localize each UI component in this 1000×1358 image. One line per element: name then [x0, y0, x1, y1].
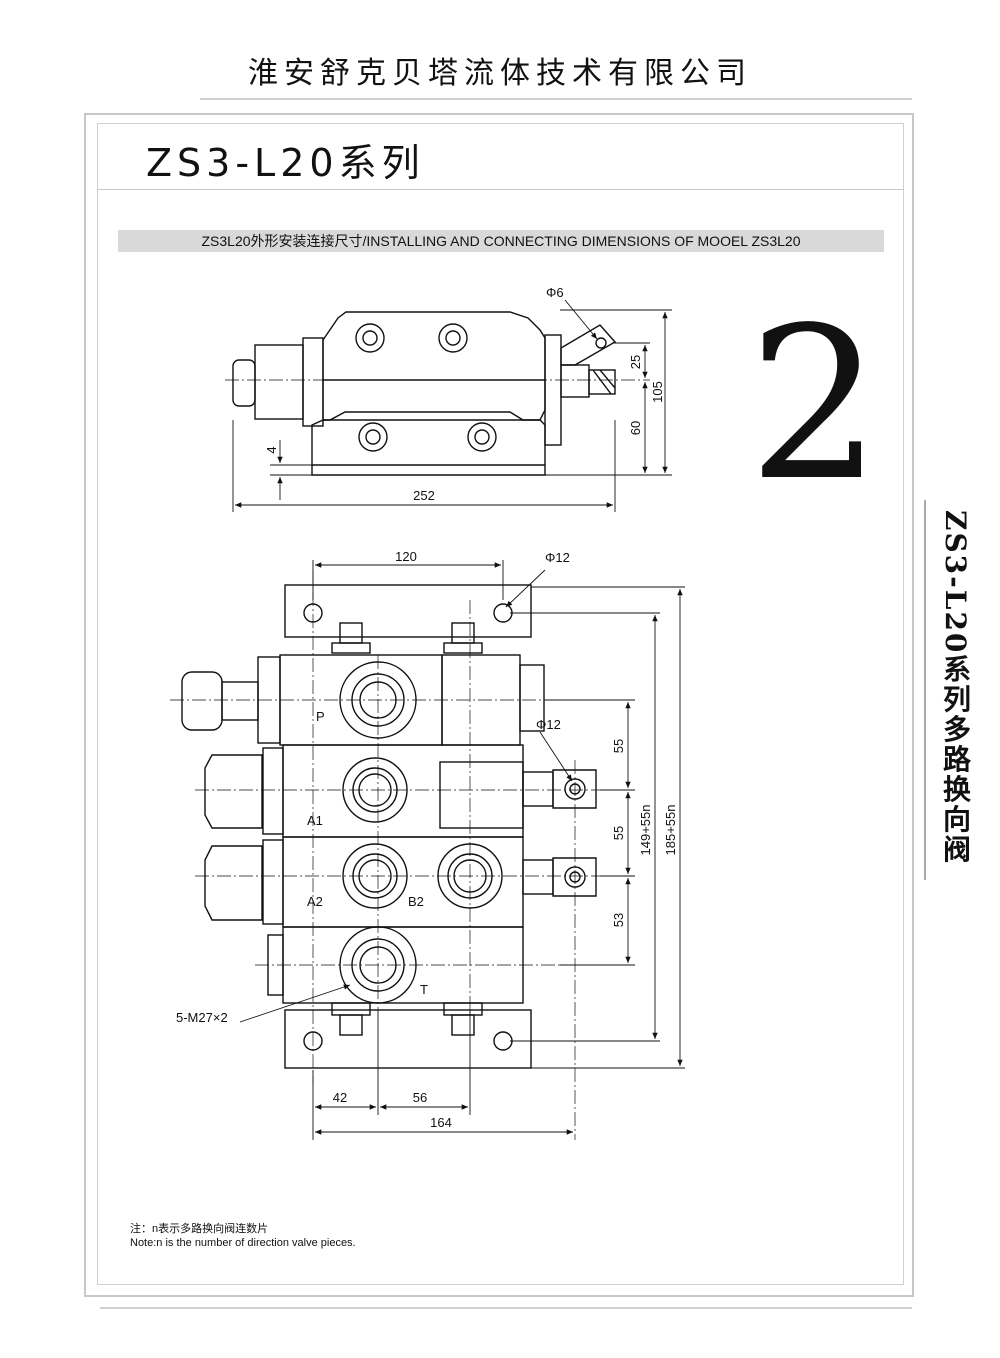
side-spring-housing: [254, 344, 304, 420]
side-nut-2: [438, 323, 468, 353]
dim-phi6: Φ6: [546, 285, 564, 300]
dim-105: 105: [650, 381, 665, 403]
mount-hole-br: [493, 1031, 513, 1051]
dim-4: 4: [264, 446, 279, 453]
bottom-bolt-1: [331, 1002, 371, 1036]
side-end-plate: [302, 337, 324, 427]
dim-phi12-mid: Φ12: [536, 717, 561, 732]
side-clevis: [588, 369, 616, 395]
dim-164: 164: [430, 1115, 452, 1130]
port-b2-label: B2: [408, 894, 424, 909]
side-base: [311, 419, 546, 476]
page-number: 2: [748, 282, 882, 527]
dim-60: 60: [628, 421, 643, 435]
side-rule: [924, 500, 926, 880]
dim-56: 56: [413, 1090, 427, 1105]
company-name: 淮安舒克贝塔流体技术有限公司: [248, 56, 752, 91]
note-block: 注：n表示多路换向阀连数片 Note:n is the number of di…: [130, 1222, 356, 1250]
side-valve-body: [322, 311, 546, 421]
side-title: ZS3-L20系列多路换向阀: [939, 510, 972, 865]
port-a1-label: A1: [307, 813, 323, 828]
spring-cap-a1: [204, 754, 263, 829]
side-nut-1: [355, 323, 385, 353]
side-nut-3: [358, 422, 388, 452]
dim-149-55n: 149+55n: [638, 805, 653, 856]
dim-55b: 55: [611, 826, 626, 840]
bottom-bolt-2: [443, 1002, 483, 1036]
title-rule: [97, 189, 904, 190]
top-view: [181, 584, 597, 1069]
side-nut-4: [467, 422, 497, 452]
series-title: ZS3-L20系列: [146, 141, 425, 185]
dim-phi12-top: Φ12: [545, 550, 570, 565]
top-bolt-2: [443, 622, 483, 654]
side-lever-plate: [560, 324, 617, 366]
dim-42: 42: [333, 1090, 347, 1105]
relief-valve-cap: [181, 671, 223, 731]
dim-thread: 5-M27×2: [176, 1010, 228, 1025]
dim-185-55n: 185+55n: [663, 805, 678, 856]
spring-cap-a2: [204, 845, 263, 921]
note-zh: 注：n表示多路换向阀连数片: [130, 1223, 269, 1235]
section-a2b2: [282, 836, 524, 928]
top-dims: [239, 560, 685, 1140]
bottom-bracket: [284, 1009, 532, 1069]
dim-252: 252: [413, 488, 435, 503]
dim-53: 53: [611, 913, 626, 927]
clevis-a1: [552, 769, 597, 809]
dim-120: 120: [395, 549, 417, 564]
header-rule: [200, 98, 912, 100]
dim-55a: 55: [611, 739, 626, 753]
note-en: Note:n is the number of direction valve …: [130, 1237, 356, 1249]
side-dims: [232, 299, 672, 512]
outer-frame: [84, 113, 914, 1297]
footer-rule: [100, 1307, 912, 1309]
inner-frame: [97, 123, 904, 1285]
side-end-cap: [232, 359, 256, 407]
clevis-a2: [552, 857, 597, 897]
dim-25: 25: [628, 355, 643, 369]
side-pin-hole: [595, 337, 607, 349]
section-banner: ZS3L20外形安装连接尺寸/INSTALLING AND CONNECTING…: [118, 230, 884, 252]
top-centerlines: [170, 570, 610, 1140]
side-view: [232, 311, 617, 476]
mount-hole-tr: [493, 603, 513, 623]
port-a2-label: A2: [307, 894, 323, 909]
side-right-cap: [544, 334, 562, 446]
top-bolt-1: [331, 622, 371, 654]
port-p-label: P: [316, 709, 325, 724]
port-t-label: T: [420, 982, 428, 997]
top-bracket: [284, 584, 532, 638]
